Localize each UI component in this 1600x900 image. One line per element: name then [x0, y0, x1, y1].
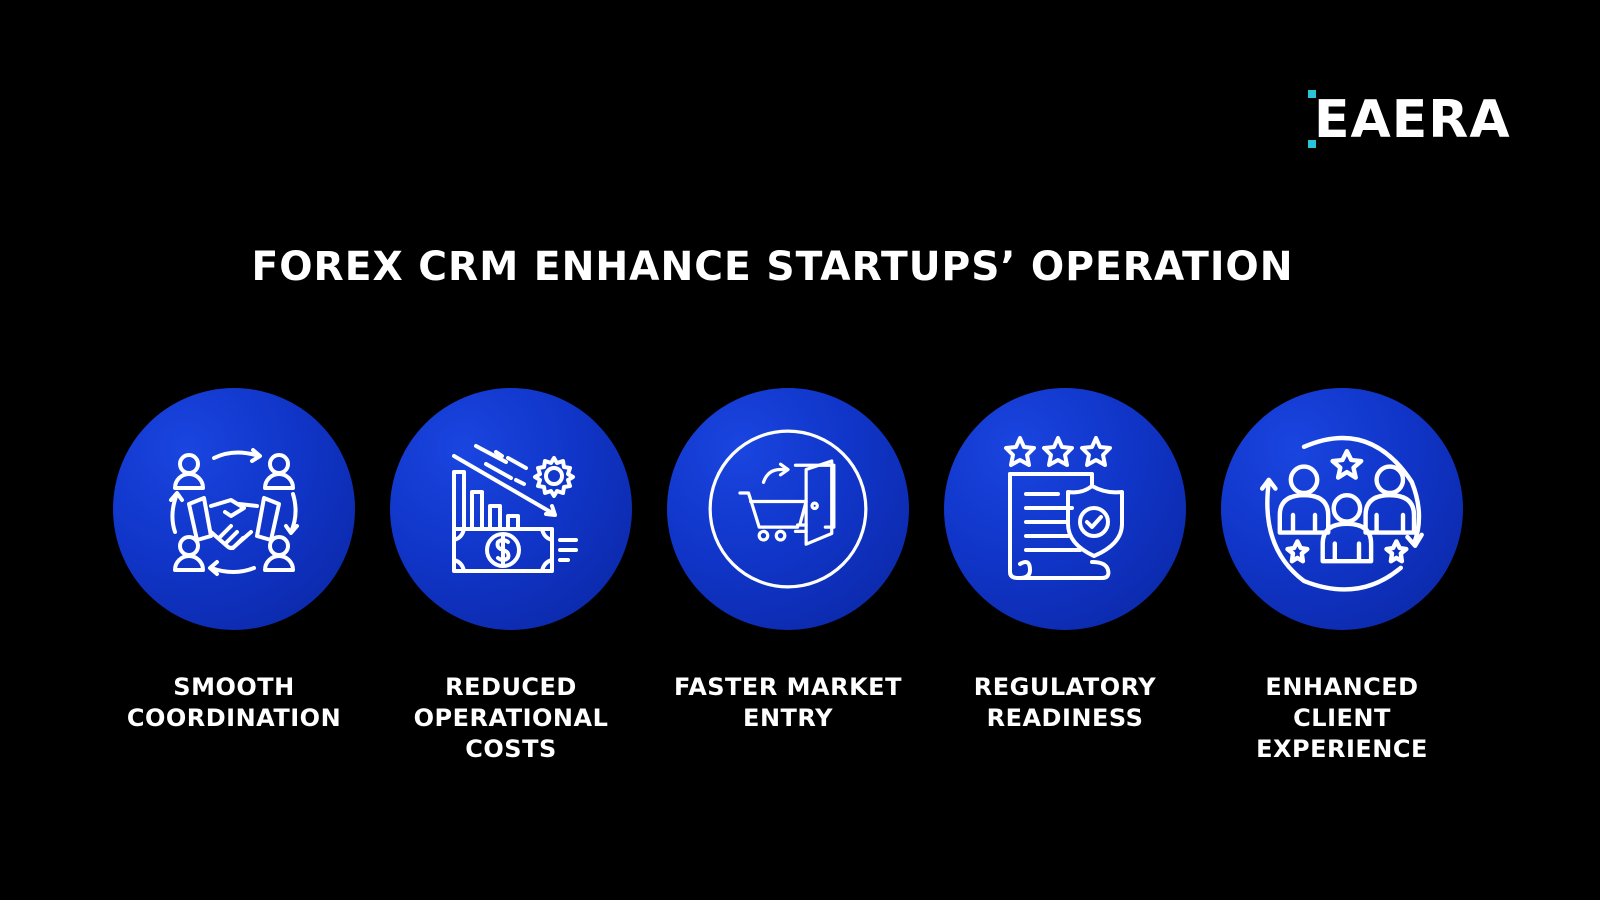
logo-accent-square — [1308, 140, 1316, 148]
page-title: FOREX CRM ENHANCE STARTUPS’ OPERATION — [251, 244, 1294, 290]
feature-item-enhanced-client-experience: ENHANCED CLIENT EXPERIENCE — [1212, 388, 1472, 765]
feature-label: REDUCED OPERATIONAL COSTS — [413, 673, 609, 763]
feature-label: REGULATORY READINESS — [973, 673, 1157, 732]
feature-label: FASTER MARKET ENTRY — [674, 673, 902, 732]
feature-circle — [1221, 388, 1463, 630]
feature-label: SMOOTH COORDINATION — [126, 673, 342, 732]
feature-circle — [944, 388, 1186, 630]
feature-circle — [390, 388, 632, 630]
logo-text: EAERA — [1314, 90, 1511, 150]
logo-accent-square — [1308, 90, 1316, 98]
feature-item-regulatory-readiness: REGULATORY READINESS — [935, 388, 1195, 734]
feature-item-faster-market-entry: FASTER MARKET ENTRY — [658, 388, 918, 734]
feature-circle — [667, 388, 909, 630]
feature-item-smooth-coordination: SMOOTH COORDINATION — [104, 388, 364, 734]
feature-item-reduced-costs: REDUCED OPERATIONAL COSTS — [381, 388, 641, 765]
cost-reduction-icon — [452, 444, 578, 573]
feature-circle — [113, 388, 355, 630]
feature-label: ENHANCED CLIENT EXPERIENCE — [1256, 673, 1428, 763]
customer-rating-cycle-icon — [1259, 435, 1424, 592]
handshake-team-icon — [169, 448, 299, 576]
cart-door-entry-icon — [708, 429, 868, 589]
document-shield-stars-icon — [1004, 436, 1124, 580]
